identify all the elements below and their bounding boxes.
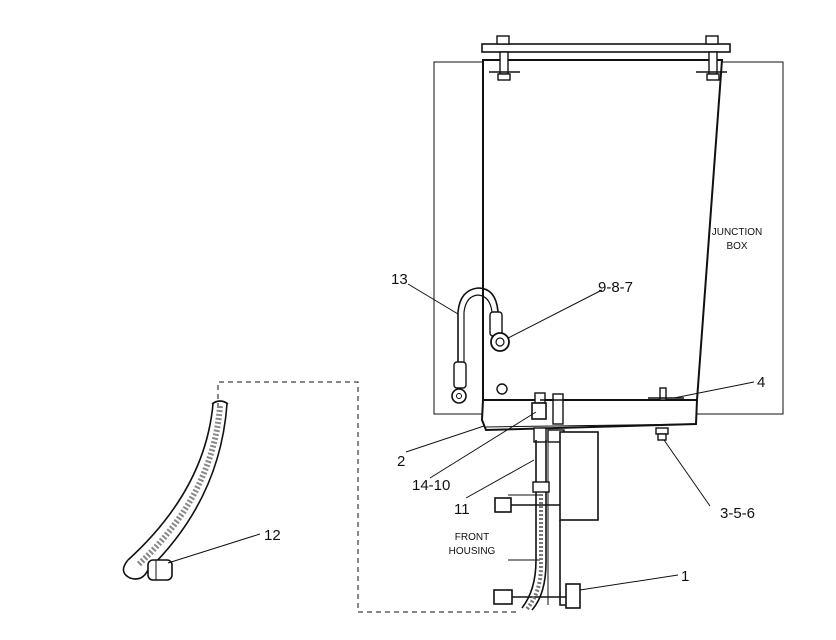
junction-box-body	[480, 43, 731, 432]
top-right-bolt	[696, 35, 727, 81]
top-left-bolt	[489, 35, 520, 81]
callout-12: 12	[264, 527, 281, 544]
callout-11: 11	[454, 501, 470, 518]
front-housing-label-line2: HOUSING	[449, 546, 496, 557]
callout-14-10: 14-10	[412, 477, 450, 494]
callout-2: 2	[397, 453, 405, 470]
junction-box-label-line2: BOX	[726, 241, 747, 252]
front-housing-label-line1: FRONT	[455, 532, 489, 543]
callout-13: 13	[391, 271, 408, 288]
phantom-outline	[433, 61, 784, 415]
ground-strap	[451, 287, 510, 404]
bottom-right-bolt	[648, 387, 684, 441]
leader-lines	[167, 283, 755, 591]
callout-9-8-7: 9-8-7	[598, 279, 633, 296]
callout-3-5-6: 3-5-6	[720, 505, 755, 522]
center-fitting	[531, 392, 578, 443]
harness-detail	[122, 400, 229, 581]
harness-routing-dashed	[217, 381, 520, 613]
callout-4: 4	[757, 374, 765, 391]
vertical-cable	[521, 440, 550, 611]
callout-1: 1	[681, 568, 689, 585]
junction-box-label-line1: JUNCTION	[712, 227, 763, 238]
